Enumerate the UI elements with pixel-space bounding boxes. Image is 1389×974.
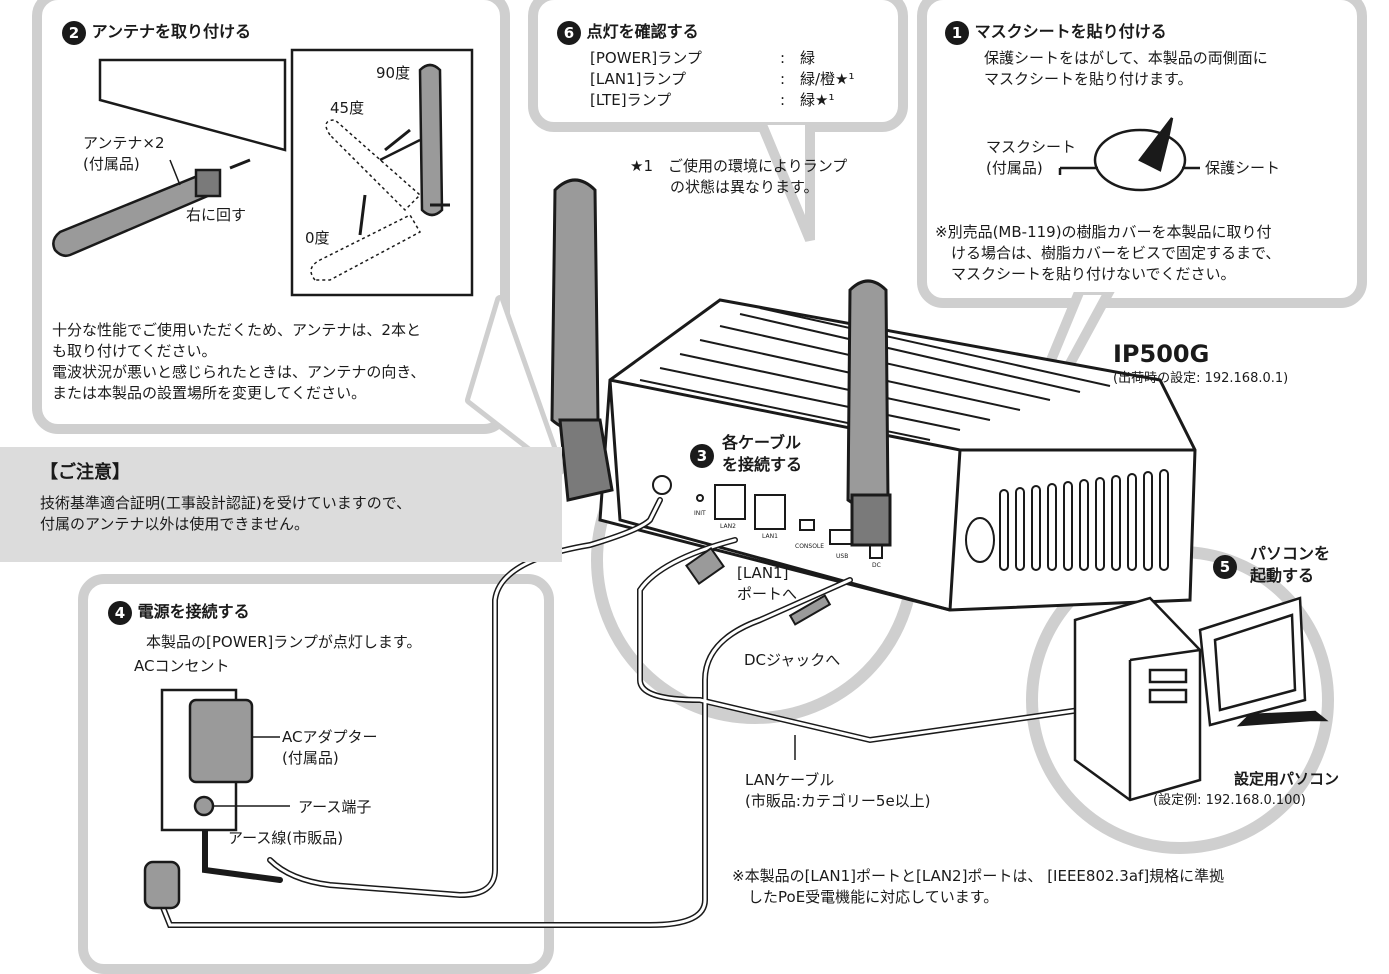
step4-description: 本製品の[POWER]ランプが点灯します。 bbox=[146, 633, 422, 651]
step1-note: ※別売品(MB-119)の樹脂カバーを本製品に取り付 ける場合は、樹脂カバーをビ… bbox=[935, 222, 1280, 285]
step5-number-wrap: 5 bbox=[1213, 555, 1237, 579]
poe-note-line1: ※本製品の[LAN1]ポートと[LAN2]ポートは、 [IEEE802.3af]… bbox=[732, 867, 1225, 885]
step5-title-line1: パソコンを bbox=[1250, 544, 1331, 563]
notice-text: 技術基準適合証明(工事設計認証)を受けていますので、 付属のアンテナ以外は使用で… bbox=[40, 493, 411, 535]
step1-note-line1: ※別売品(MB-119)の樹脂カバーを本製品に取り付 bbox=[935, 223, 1272, 241]
step3-title: 各ケーブル を接続する bbox=[722, 432, 802, 476]
port-label-lan2: LAN2 bbox=[720, 523, 736, 530]
step1-desc-line2: マスクシートを貼り付けます。 bbox=[984, 70, 1193, 88]
step1-number: 1 bbox=[945, 20, 969, 45]
earth-terminal-label: アース端子 bbox=[298, 798, 372, 816]
protect-sheet-label: 保護シート bbox=[1205, 159, 1281, 177]
router-antennas bbox=[550, 178, 892, 547]
notice-title: 【ご注意】 bbox=[40, 462, 130, 483]
lamp-row-power: [POWER]ランプ:緑 bbox=[590, 49, 816, 67]
mask-sheet-label-line2: (付属品) bbox=[986, 159, 1043, 177]
step4-title: 電源を接続する bbox=[137, 602, 250, 621]
lamp-step-panel bbox=[528, 0, 908, 132]
step4-heading: 4 電源を接続する bbox=[108, 598, 250, 625]
port-label-usb: USB bbox=[836, 553, 848, 560]
ac-outlet-label: ACコンセント bbox=[134, 657, 230, 675]
degree-0-label: 0度 bbox=[305, 229, 330, 247]
pc-illustration bbox=[1073, 596, 1329, 802]
step1-desc-line1: 保護シートをはがして、本製品の両側面に bbox=[984, 49, 1268, 67]
step1-title: マスクシートを貼り付ける bbox=[974, 22, 1167, 41]
pc-label: 設定用パソコン bbox=[1234, 770, 1340, 788]
step2-desc-line1: 十分な性能でご使用いただくため、アンテナは、2本と bbox=[52, 321, 421, 339]
dc-jack-label: DCジャックへ bbox=[744, 651, 841, 669]
notice-line1: 技術基準適合証明(工事設計認証)を受けていますので、 bbox=[40, 494, 412, 512]
step4-number: 4 bbox=[108, 600, 132, 625]
ac-adapter-label-line1: ACアダプター bbox=[282, 728, 378, 746]
step5-title: パソコンを 起動する bbox=[1250, 543, 1330, 587]
lamp-row-lan1: [LAN1]ランプ:緑/橙★¹ bbox=[590, 70, 855, 88]
lan-cable-label-line1: LANケーブル bbox=[745, 771, 835, 789]
step3-number: 3 bbox=[690, 444, 714, 468]
lamp-row-lte: [LTE]ランプ:緑★¹ bbox=[590, 91, 835, 109]
port-label-lan1: LAN1 bbox=[762, 533, 778, 540]
ac-adapter-label-line2: (付属品) bbox=[282, 749, 339, 767]
step5-title-line2: 起動する bbox=[1250, 566, 1315, 585]
poe-note: ※本製品の[LAN1]ポートと[LAN2]ポートは、 [IEEE802.3af]… bbox=[732, 866, 1224, 908]
mask-sheet-label-line1: マスクシート bbox=[986, 138, 1077, 156]
notice-line2: 付属のアンテナ以外は使用できません。 bbox=[40, 515, 309, 533]
rotate-label: 右に回す bbox=[186, 206, 247, 224]
step1-description: 保護シートをはがして、本製品の両側面に マスクシートを貼り付けます。 bbox=[984, 48, 1268, 90]
step6-number: 6 bbox=[557, 20, 581, 45]
lamp-footnote-line2: の状態は異なります。 bbox=[670, 178, 819, 196]
antenna-label-line1: アンテナ×2 bbox=[83, 134, 165, 152]
lan1-port-label: [LAN1] ポートへ bbox=[737, 563, 797, 605]
step3-title-line2: を接続する bbox=[722, 455, 803, 474]
mask-sheet-label: マスクシート (付属品) bbox=[986, 137, 1076, 179]
lan-cable-label-line2: (市販品:カテゴリー5e以上) bbox=[745, 792, 931, 810]
step2-desc-line3: 電波状況が悪いと感じられたときは、アンテナの向き、 bbox=[52, 363, 426, 381]
step1-note-line2: ける場合は、樹脂カバーをビスで固定するまで、 bbox=[951, 244, 1281, 262]
step2-description: 十分な性能でご使用いただくため、アンテナは、2本と も取り付けてください。 電波… bbox=[52, 320, 425, 404]
notice-box bbox=[0, 447, 562, 562]
step2-desc-line2: も取り付けてください。 bbox=[52, 342, 217, 360]
degree-90-label: 90度 bbox=[376, 64, 411, 82]
earth-wire-label: アース線(市販品) bbox=[228, 829, 344, 847]
device-default-ip: (出荷時の設定: 192.168.0.1) bbox=[1113, 371, 1289, 386]
lan-cable-label: LANケーブル (市販品:カテゴリー5e以上) bbox=[745, 770, 931, 812]
degree-45-label: 45度 bbox=[330, 99, 365, 117]
step5-number: 5 bbox=[1213, 555, 1237, 579]
step3-title-line1: 各ケーブル bbox=[722, 433, 802, 452]
port-label-console: CONSOLE bbox=[795, 543, 824, 550]
step2-desc-line4: または本製品の設置場所を変更してください。 bbox=[52, 384, 367, 402]
step2-number: 2 bbox=[62, 20, 86, 45]
lamp-footnote-line1: ★1 ご使用の環境によりランプ bbox=[630, 157, 848, 175]
antenna-ghost-positions bbox=[310, 119, 422, 281]
antenna-label: アンテナ×2 (付属品) bbox=[83, 133, 165, 175]
port-label-dc: DC bbox=[872, 562, 881, 569]
step3-heading: 3 bbox=[690, 432, 714, 468]
step1-note-line3: マスクシートを貼り付けないでください。 bbox=[951, 265, 1236, 283]
step1-heading: 1 マスクシートを貼り付ける bbox=[945, 18, 1167, 45]
antenna-detail-illustration bbox=[52, 48, 474, 297]
device-model: IP500G bbox=[1113, 340, 1210, 368]
lamp-footnote: ★1 ご使用の環境によりランプ の状態は異なります。 bbox=[630, 156, 847, 198]
ac-outlet-adapter bbox=[143, 688, 254, 910]
ac-adapter-label: ACアダプター (付属品) bbox=[282, 727, 377, 769]
step2-heading: 2 アンテナを取り付ける bbox=[62, 18, 251, 45]
lan1-port-label-line2: ポートへ bbox=[737, 585, 798, 603]
lan1-port-label-line1: [LAN1] bbox=[737, 564, 789, 582]
port-label-init: INIT bbox=[694, 510, 706, 517]
step6-heading: 6 点灯を確認する bbox=[557, 18, 699, 45]
mask-sheet-illustration bbox=[1058, 117, 1200, 192]
pc-setting-ip: (設定例: 192.168.0.100) bbox=[1153, 793, 1306, 808]
step6-title: 点灯を確認する bbox=[586, 22, 699, 41]
lamp-list: [POWER]ランプ:緑 [LAN1]ランプ:緑/橙★¹ [LTE]ランプ:緑★… bbox=[590, 48, 855, 111]
step2-title: アンテナを取り付ける bbox=[91, 22, 251, 41]
poe-note-line2: したPoE受電機能に対応しています。 bbox=[748, 888, 999, 906]
antenna-label-line2: (付属品) bbox=[83, 155, 140, 173]
